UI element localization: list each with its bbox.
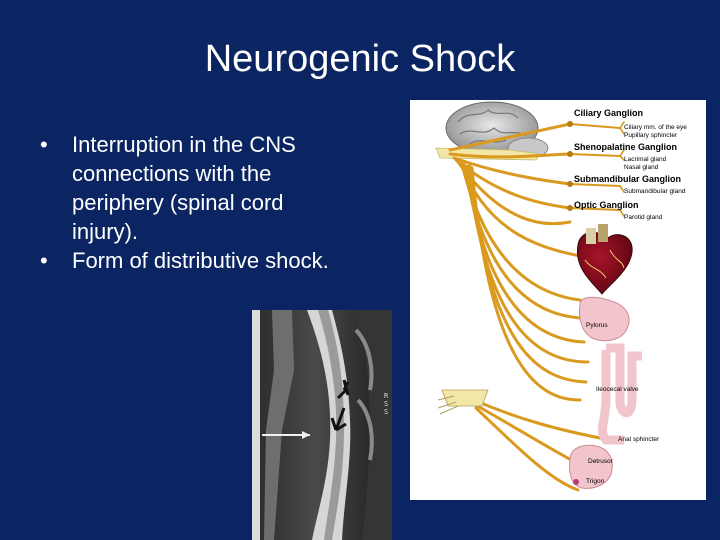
label-ciliary-muscle: Ciliary mm. of the eye: [624, 124, 687, 131]
mri-left-marks: A S S P: [253, 388, 257, 420]
diagram-graphic: [435, 101, 642, 492]
label-ileocecal-valve: Ileocecal valve: [596, 386, 639, 393]
mri-mark: S: [253, 404, 258, 412]
mri-mark: A: [253, 388, 258, 396]
label-pylorus: Pylorus: [586, 322, 608, 329]
bullet-item: • Form of distributive shock.: [40, 246, 340, 275]
mri-right-marks: R S S: [384, 392, 388, 416]
bullet-marker: •: [40, 248, 48, 273]
label-parotid-gland: Parotid gland: [624, 214, 663, 221]
mri-mark: S: [253, 396, 258, 404]
mri-mark: R: [384, 392, 389, 400]
label-lacrimal-gland: Lacrimal gland: [624, 156, 667, 163]
label-optic-ganglion: Optic Ganglion: [574, 200, 639, 210]
slide-title: Neurogenic Shock: [204, 38, 516, 80]
label-submandibular-gland: Submandibular gland: [624, 188, 686, 195]
label-trigon: Trigon: [586, 478, 605, 485]
label-sphenopalatine-ganglion: Shenopalatine Ganglion: [574, 142, 678, 152]
label-pupillary-sphincter: Pupillary sphincter: [624, 132, 678, 139]
bullet-list: • Interruption in the CNS connections wi…: [40, 130, 340, 275]
bullet-item: • Interruption in the CNS connections wi…: [40, 130, 340, 246]
mri-mark: S: [384, 408, 389, 416]
spine-mri-image: A S S P R S S: [252, 310, 392, 540]
bullet-text: Form of distributive shock.: [72, 248, 329, 273]
bullet-marker: •: [40, 132, 48, 157]
mri-mark: S: [384, 400, 389, 408]
label-detrusor: Detrusor: [588, 458, 613, 465]
label-anal-sphincter: Anal sphincter: [618, 436, 660, 443]
mri-mark: P: [253, 412, 258, 420]
parasympathetic-diagram: Ciliary Ganglion Ciliary mm. of the eye …: [410, 100, 706, 500]
label-ciliary-ganglion: Ciliary Ganglion: [574, 108, 644, 118]
label-nasal-gland: Nasal gland: [624, 164, 659, 171]
mri-graphic: [252, 310, 392, 540]
label-submandibular-ganglion: Submandibular Ganglion: [574, 174, 682, 184]
nerve-lines: [448, 121, 625, 492]
bullet-text: Interruption in the CNS connections with…: [72, 132, 296, 244]
